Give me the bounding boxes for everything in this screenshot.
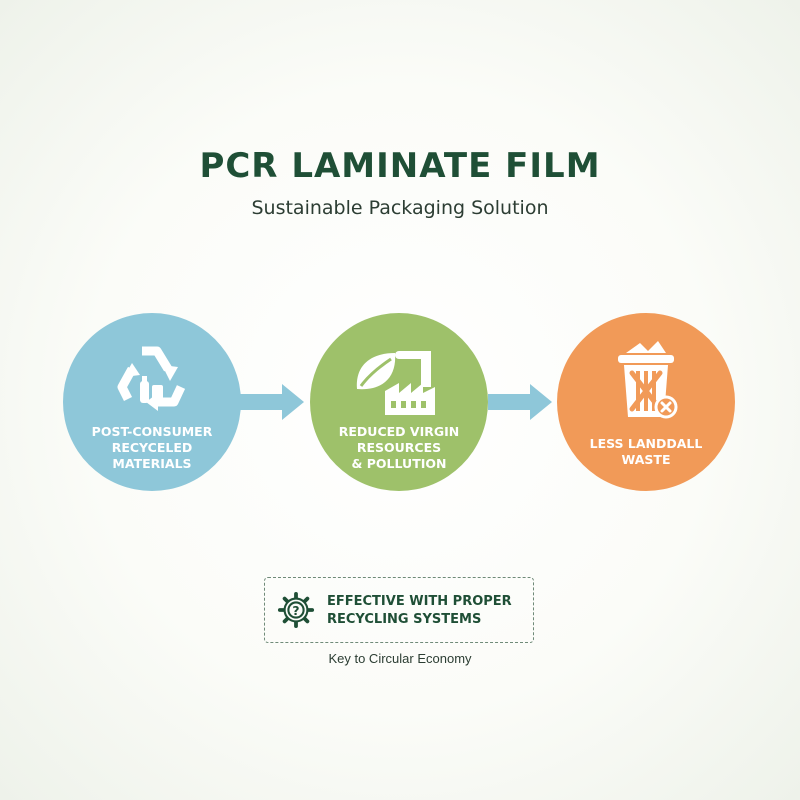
page-subtitle: Sustainable Packaging Solution [251,197,549,219]
step-label: REDUCED VIRGIN RESOURCES & POLLUTION [338,424,460,471]
leaf-factory-icon [356,351,435,415]
recycling-note: ? EFFECTIVE WITH PROPER RECYCLING SYSTEM… [264,577,534,643]
step-label: POST-CONSUMER RECYCELED MATERIALS [91,424,213,471]
page-title: PCR LAMINATE FILM [199,146,601,186]
step-less-landfill: LESS LANDDALL WASTE [557,313,735,491]
recycle-icon [117,346,186,411]
trash-bin-icon [618,341,678,419]
right-arrow-icon [488,384,552,420]
step-post-consumer: POST-CONSUMER RECYCELED MATERIALS [63,313,241,491]
step-reduced-resources: REDUCED VIRGIN RESOURCES & POLLUTION [310,313,488,491]
gear-question-icon: ? [277,591,315,629]
svg-text:?: ? [292,604,299,618]
note-text: EFFECTIVE WITH PROPER RECYCLING SYSTEMS [327,594,512,627]
step-label: LESS LANDDALL WASTE [589,436,703,467]
note-caption: Key to Circular Economy [328,651,472,666]
right-arrow-icon [240,384,304,420]
